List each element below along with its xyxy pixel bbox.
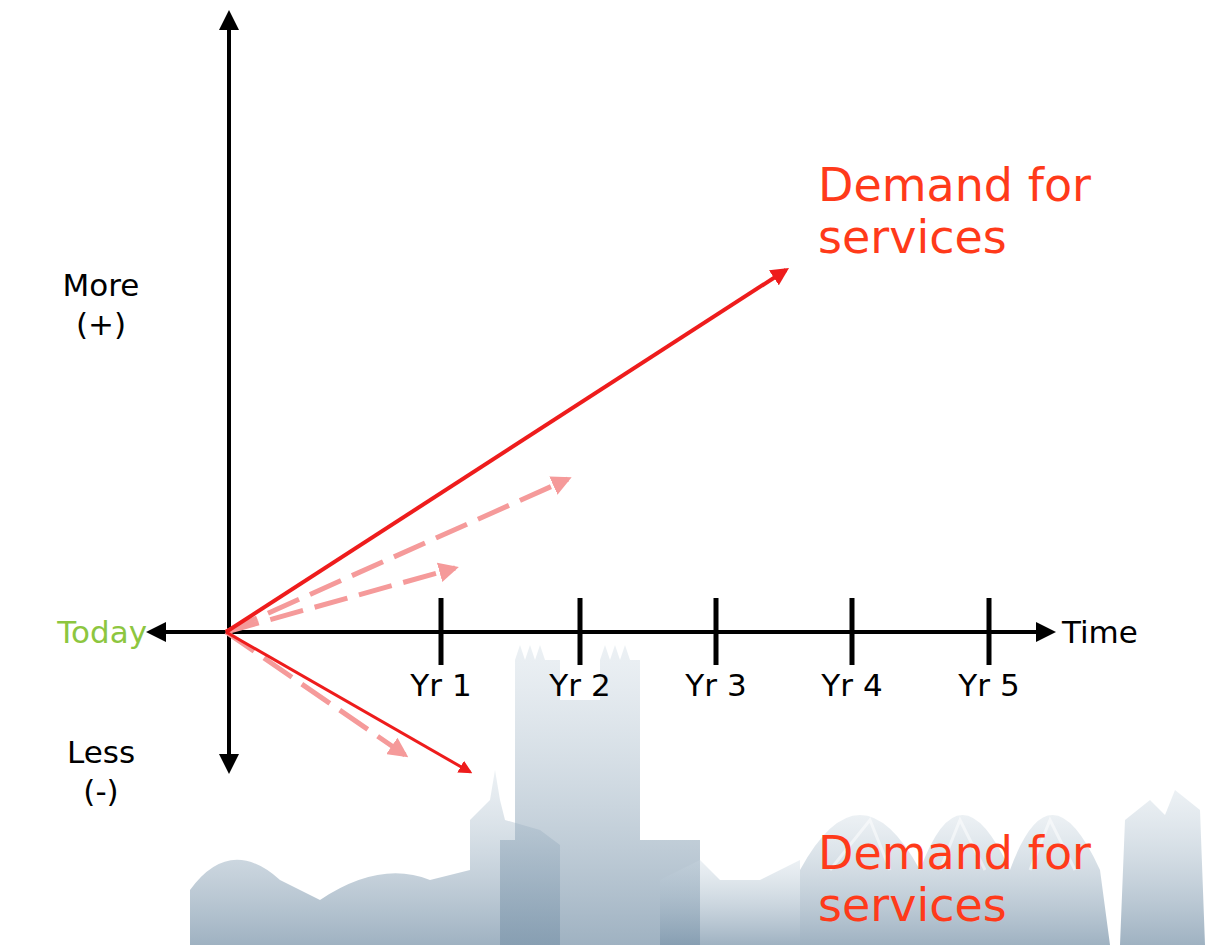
- pale-dashed-arrow: [226, 479, 568, 632]
- origin-label: Today: [57, 614, 147, 650]
- tick-label: Yr 2: [549, 667, 610, 703]
- axis-label: Time: [1062, 614, 1138, 650]
- demand-up-arrow: [226, 270, 786, 632]
- series-label: Demand for services: [818, 828, 1158, 931]
- pale-dashed-arrow: [226, 568, 455, 632]
- y-axis: [227, 14, 231, 770]
- pale-dashed-arrow: [226, 632, 405, 755]
- axis-label: More (+): [46, 266, 156, 344]
- series-label: Demand for services: [818, 160, 1158, 263]
- axis-label: Less (-): [46, 733, 156, 811]
- x-axis: [150, 630, 1052, 634]
- tick-label: Yr 3: [685, 667, 746, 703]
- tick-label: Yr 4: [821, 667, 882, 703]
- skyline-watermark: [190, 645, 1205, 945]
- tick-marks: [441, 598, 989, 665]
- tick-label: Yr 5: [958, 667, 1019, 703]
- tick-label: Yr 1: [410, 667, 471, 703]
